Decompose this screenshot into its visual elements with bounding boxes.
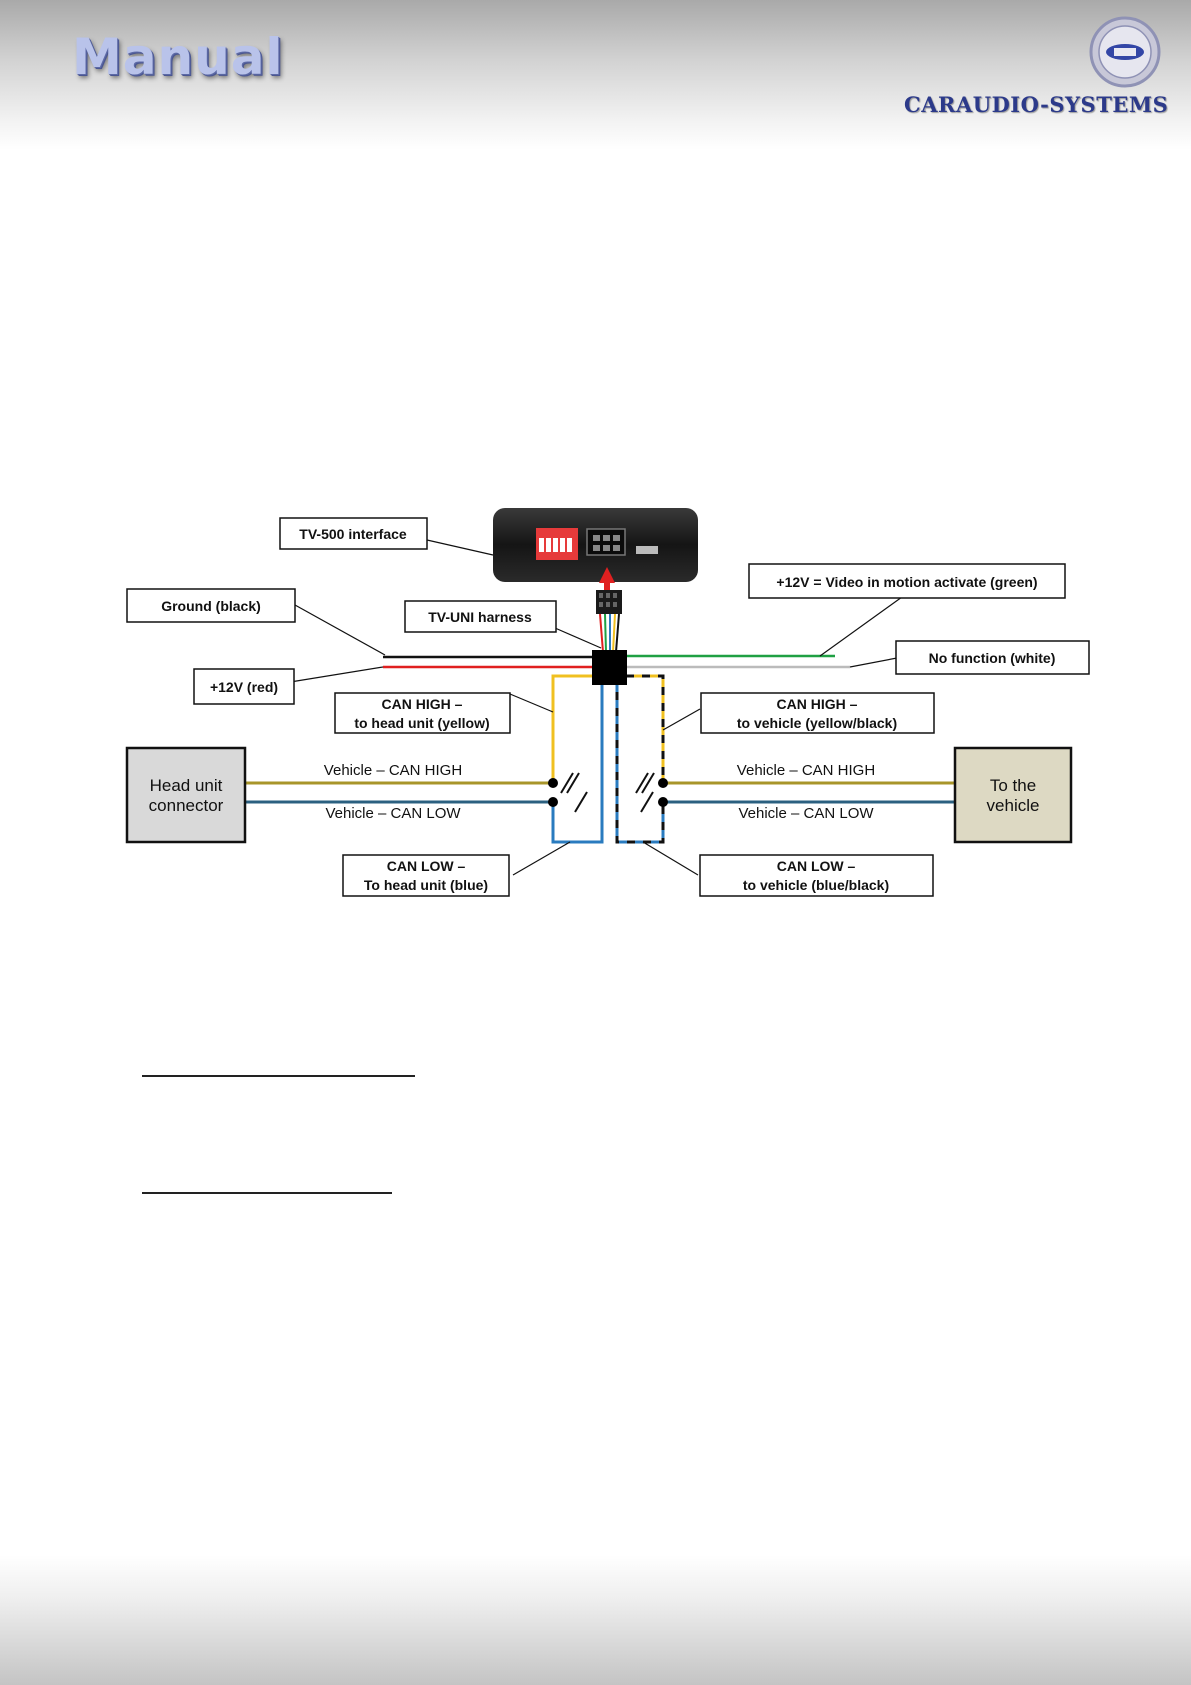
manual-title: Manual xyxy=(72,28,284,86)
usb-port-icon xyxy=(636,546,658,554)
label-ground: Ground (black) xyxy=(161,598,261,614)
wire-right-can-low: Vehicle – CAN LOW xyxy=(738,805,874,822)
page-header xyxy=(0,0,1191,150)
heading-underline-2 xyxy=(142,1192,392,1194)
label-can-high-veh-line2: to vehicle (yellow/black) xyxy=(737,715,897,731)
wire-left-can-high: Vehicle – CAN HIGH xyxy=(324,762,462,779)
vehicle-label-line2: vehicle xyxy=(987,796,1040,815)
iso-seal-icon xyxy=(1089,16,1161,88)
label-video-green: +12V = Video in motion activate (green) xyxy=(776,574,1037,590)
label-can-high-veh-line1: CAN HIGH – xyxy=(777,696,858,712)
page-footer xyxy=(0,1555,1191,1685)
label-no-function: No function (white) xyxy=(929,650,1056,666)
label-can-low-hu-line1: CAN LOW – xyxy=(387,858,466,874)
tv500-device xyxy=(493,508,698,582)
label-tv500-interface: TV-500 interface xyxy=(299,526,407,542)
label-can-low-veh-line2: to vehicle (blue/black) xyxy=(743,877,889,893)
label-can-low-veh-line1: CAN LOW – xyxy=(777,858,856,874)
heading-underline-1 xyxy=(142,1075,415,1077)
vehicle-label-line1: To the xyxy=(990,776,1036,795)
arrow-up-icon xyxy=(599,567,615,583)
vehicle-box xyxy=(953,746,1073,844)
head-unit-label-line2: connector xyxy=(149,796,224,815)
label-can-low-hu-line2: To head unit (blue) xyxy=(364,877,488,893)
wire-left-can-low: Vehicle – CAN LOW xyxy=(325,805,461,822)
label-can-high-hu-line1: CAN HIGH – xyxy=(382,696,463,712)
label-plus12-red: +12V (red) xyxy=(210,679,278,695)
harness-hub xyxy=(592,650,627,685)
head-unit-connector-box xyxy=(125,746,247,844)
label-harness: TV-UNI harness xyxy=(428,609,532,625)
connector-socket-icon xyxy=(586,528,626,556)
label-can-high-hu-line2: to head unit (yellow) xyxy=(354,715,489,731)
brand-logo: CARAUDIO-SYSTEMS xyxy=(904,92,1169,117)
wire-right-can-high: Vehicle – CAN HIGH xyxy=(737,762,875,779)
head-unit-label-line1: Head unit xyxy=(150,776,223,795)
